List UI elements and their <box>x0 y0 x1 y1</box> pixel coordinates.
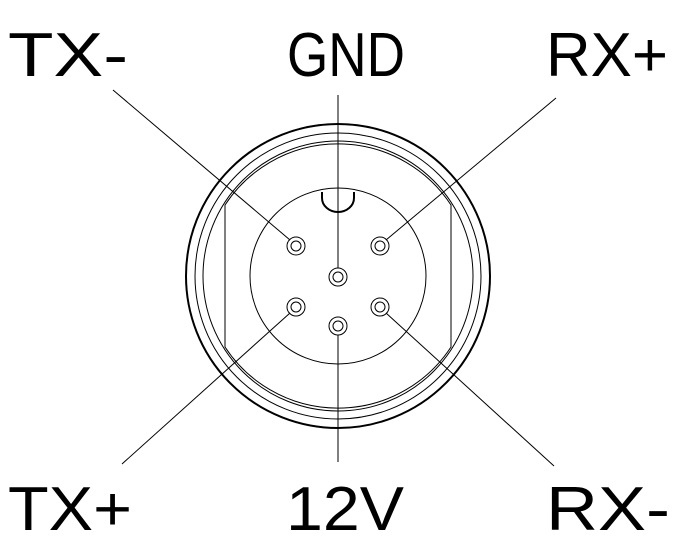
pin-gnd <box>328 267 348 287</box>
pin-12v <box>328 316 348 336</box>
pin-rx-plus <box>370 236 390 256</box>
label-tx-plus: TX+ <box>8 475 132 544</box>
pin-rx-minus <box>370 297 390 317</box>
leader-rx-minus <box>385 312 555 467</box>
leader-rx-plus <box>385 97 557 241</box>
pin-tx-plus <box>286 297 306 317</box>
leader-tx-minus <box>112 89 291 241</box>
label-rx-minus: RX- <box>546 475 670 544</box>
keyed-housing-outline <box>224 143 452 409</box>
label-12v: 12V <box>286 475 405 544</box>
pin-tx-minus <box>286 236 306 256</box>
label-tx-minus: TX- <box>8 21 128 90</box>
label-rx-plus: RX+ <box>546 21 668 90</box>
leader-tx-plus <box>121 312 291 465</box>
label-gnd: GND <box>287 21 405 90</box>
